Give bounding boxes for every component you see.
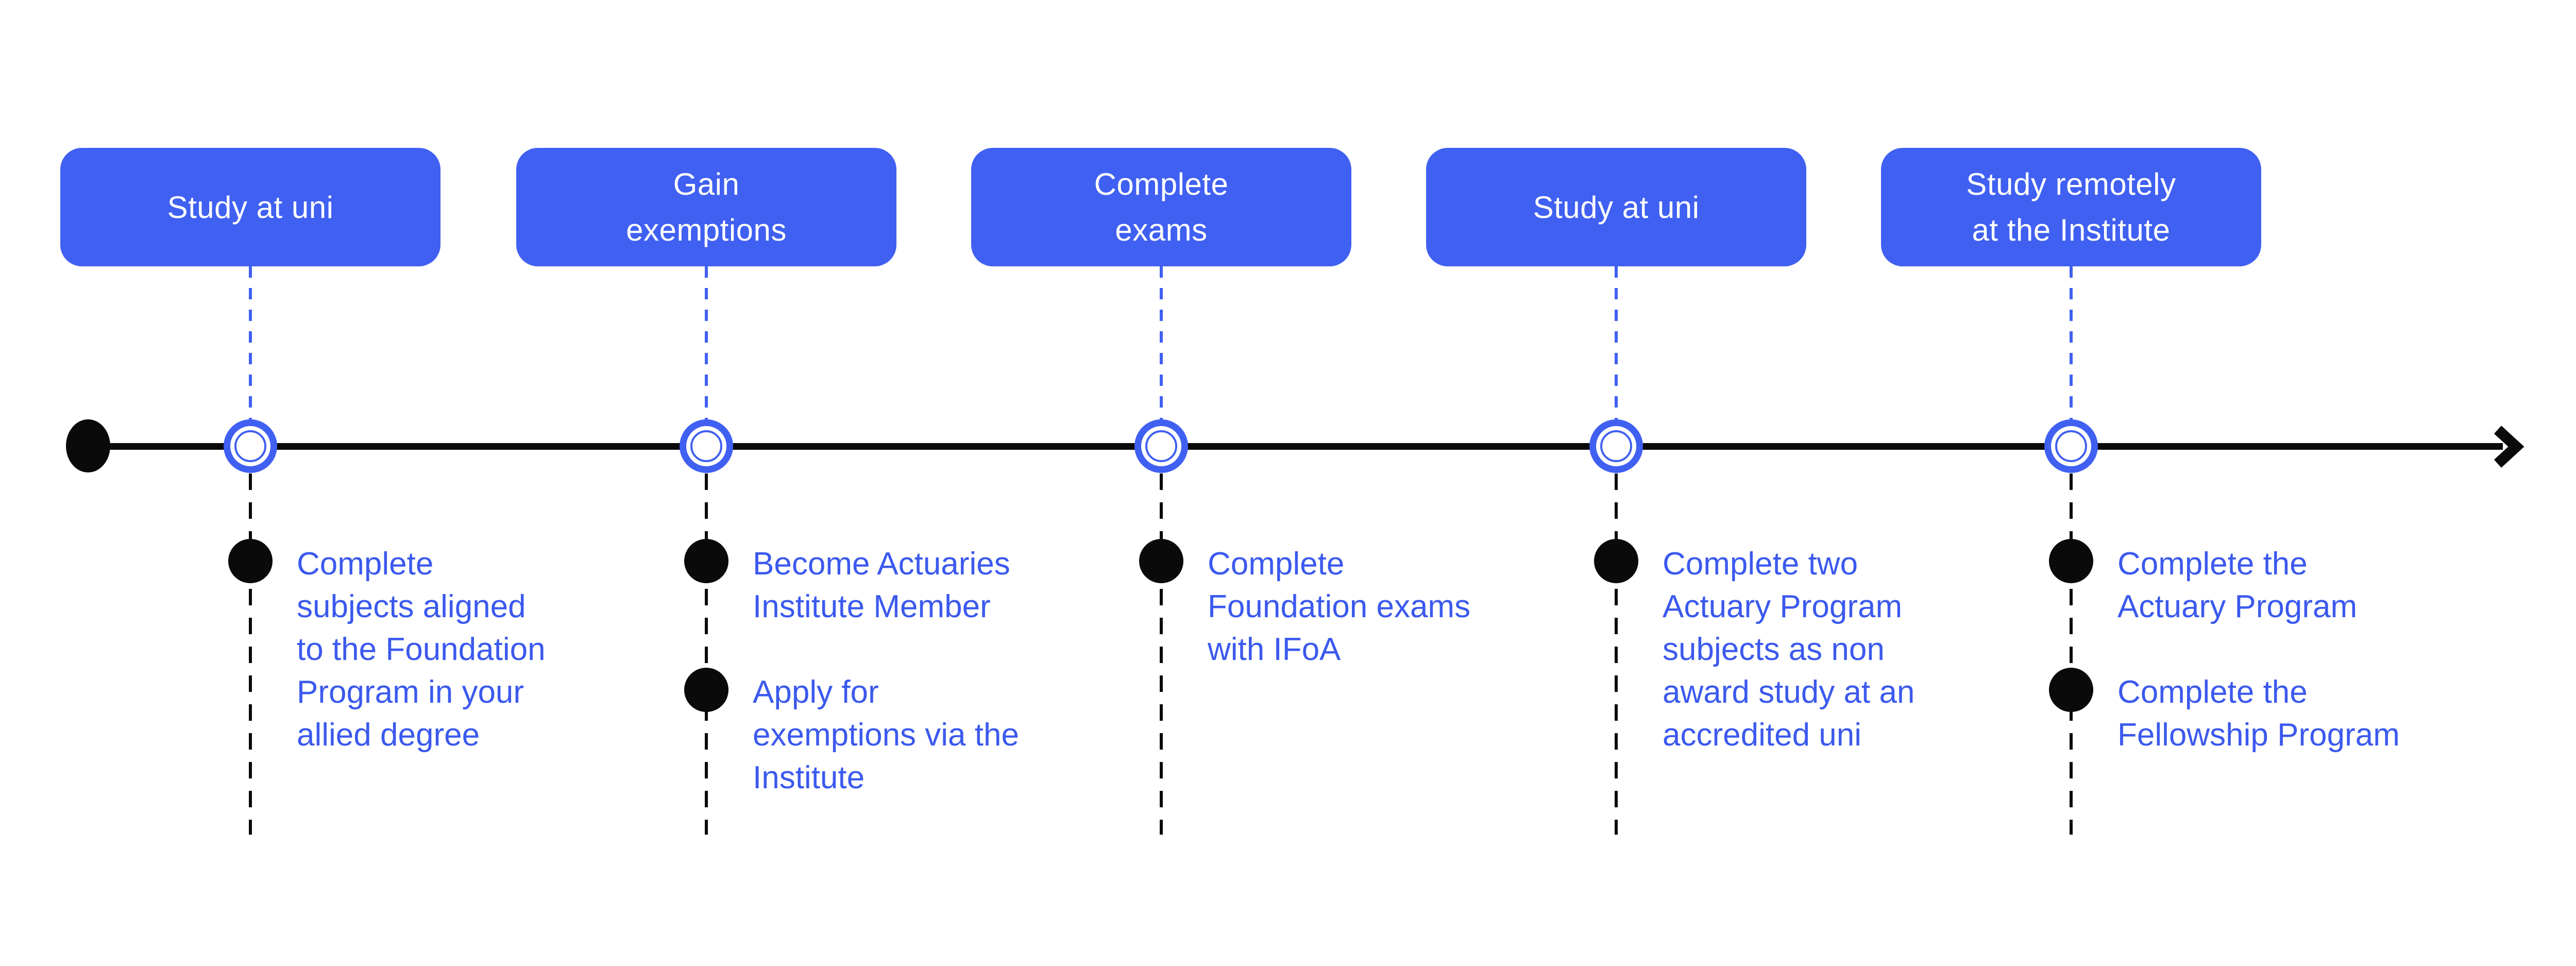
milestone-4-dashed-connector-blue xyxy=(1615,266,1618,419)
milestone-1-dashed-line-black xyxy=(249,473,252,835)
milestone-3-dashed-connector-blue xyxy=(1160,266,1163,419)
milestone-2-dashed-connector-blue xyxy=(705,266,708,419)
milestone-2-bullet-1-text: Become Actuaries Institute Member xyxy=(753,546,1010,624)
milestone-2-node-ring-inner xyxy=(690,430,722,462)
milestone-1-node-ring-icon xyxy=(224,419,277,473)
milestone-4-box-label: Study at uni xyxy=(1533,190,1700,225)
milestone-5-box-label: Study remotely at the Institute xyxy=(1966,167,2176,247)
arrow-right-icon xyxy=(2494,426,2524,468)
milestone-5-dashed-line-black xyxy=(2070,473,2073,835)
milestone-4-node-ring-inner xyxy=(1600,430,1632,462)
milestone-3-bullet-1-text: Complete Foundation exams with IFoA xyxy=(1208,546,1471,667)
milestone-5-node-ring-inner xyxy=(2055,430,2087,462)
milestone-4-dashed-line-black xyxy=(1615,473,1618,835)
milestone-5-dashed-connector-blue xyxy=(2070,266,2073,419)
milestone-3-box: Complete exams xyxy=(971,148,1351,266)
bullet-dot-icon xyxy=(1594,539,1638,583)
milestone-2-box: Gain exemptions xyxy=(516,148,896,266)
milestone-1-dashed-connector-blue xyxy=(249,266,252,419)
milestone-2-node-ring-icon xyxy=(680,419,733,473)
timeline-axis-line xyxy=(88,443,2503,450)
bullet-dot-icon xyxy=(228,539,273,583)
milestone-2-box-label: Gain exemptions xyxy=(626,167,787,247)
milestone-1-box: Study at uni xyxy=(60,148,440,266)
milestone-5-bullet-1-text: Complete the Actuary Program xyxy=(2117,546,2358,624)
bullet-dot-icon xyxy=(684,539,728,583)
bullet-dot-icon xyxy=(1139,539,1183,583)
bullet-dot-icon xyxy=(684,668,728,712)
milestone-3-node-ring-inner xyxy=(1145,430,1177,462)
milestone-2-dashed-line-black xyxy=(705,473,708,835)
milestone-5-box: Study remotely at the Institute xyxy=(1881,148,2261,266)
milestone-1-box-label: Study at uni xyxy=(167,190,334,225)
bullet-dot-icon xyxy=(2049,539,2093,583)
milestone-3-dashed-line-black xyxy=(1160,473,1163,835)
milestone-4-box: Study at uni xyxy=(1426,148,1806,266)
milestone-2-bullet-2-text: Apply for exemptions via the Institute xyxy=(753,674,1019,795)
milestone-5-node-ring-icon xyxy=(2044,419,2098,473)
milestone-4-node-ring-icon xyxy=(1589,419,1643,473)
milestone-1-bullet-1-text: Complete subjects aligned to the Foundat… xyxy=(297,546,546,753)
milestone-3-node-ring-icon xyxy=(1134,419,1188,473)
bullet-dot-icon xyxy=(2049,668,2093,712)
milestone-5-bullet-2-text: Complete the Fellowship Program xyxy=(2117,674,2400,753)
milestone-1-node-ring-inner xyxy=(234,430,266,462)
milestone-3-box-label: Complete exams xyxy=(1094,167,1229,247)
milestone-4-bullet-1-text: Complete two Actuary Program subjects as… xyxy=(1663,546,1915,753)
